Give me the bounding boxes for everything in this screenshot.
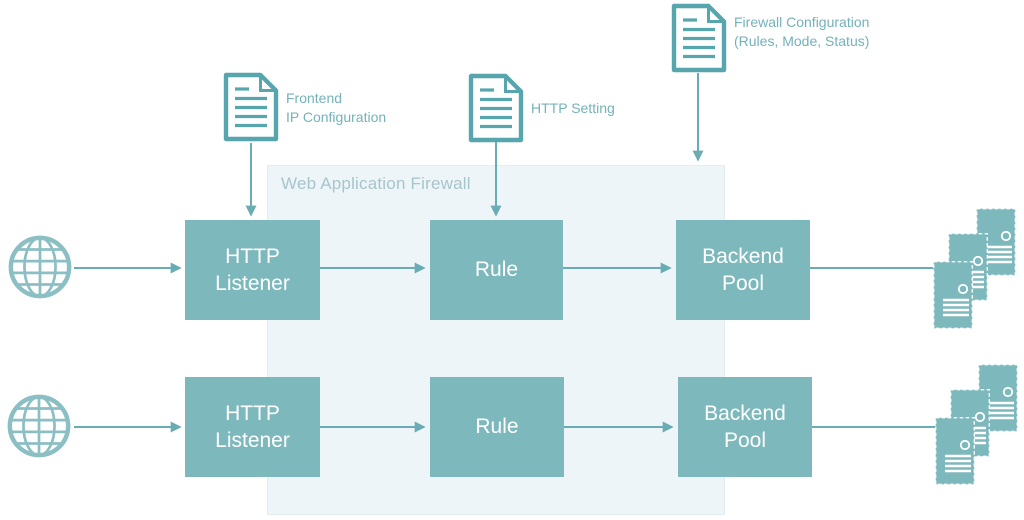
node-backend-pool-top: Backend Pool xyxy=(676,220,810,320)
document-icon xyxy=(222,72,280,142)
node-rule-top: Rule xyxy=(430,220,563,320)
node-label-line: Backend xyxy=(704,401,786,425)
server-stack-icon xyxy=(930,362,1022,488)
firewall-config-label: Firewall Configuration (Rules, Mode, Sta… xyxy=(734,13,869,51)
node-backend-pool-bottom: Backend Pool xyxy=(678,377,812,477)
globe-icon xyxy=(6,233,74,301)
node-label-line: Rule xyxy=(475,415,519,439)
document-icon xyxy=(467,73,525,143)
server-stack-icon xyxy=(928,206,1020,332)
node-http-listener-bottom: HTTP Listener xyxy=(185,377,320,477)
node-http-listener-top: HTTP Listener xyxy=(185,220,320,320)
node-label-line: HTTP xyxy=(225,401,280,425)
node-label-line: Listener xyxy=(215,272,290,295)
node-label-line: HTTP xyxy=(225,244,280,268)
node-label-line: Backend xyxy=(702,244,784,268)
node-label-line: Pool xyxy=(721,272,765,295)
globe-icon xyxy=(5,392,73,460)
doc-label-line: Frontend xyxy=(286,90,343,106)
document-icon xyxy=(670,3,728,73)
waf-panel-title: Web Application Firewall xyxy=(281,174,471,193)
frontend-ip-config-label: Frontend IP Configuration xyxy=(286,89,386,127)
doc-label-line: (Rules, Mode, Status) xyxy=(734,32,870,49)
node-rule-bottom: Rule xyxy=(430,377,564,477)
node-label-line: Rule xyxy=(474,258,519,282)
node-label-line: Pool xyxy=(723,429,767,452)
node-label-line: Listener xyxy=(215,429,290,452)
doc-label-line: IP Configuration xyxy=(286,108,387,125)
http-setting-label: HTTP Setting xyxy=(531,99,615,118)
doc-label-line: HTTP Setting xyxy=(531,100,615,116)
doc-label-line: Firewall Configuration xyxy=(734,14,870,30)
